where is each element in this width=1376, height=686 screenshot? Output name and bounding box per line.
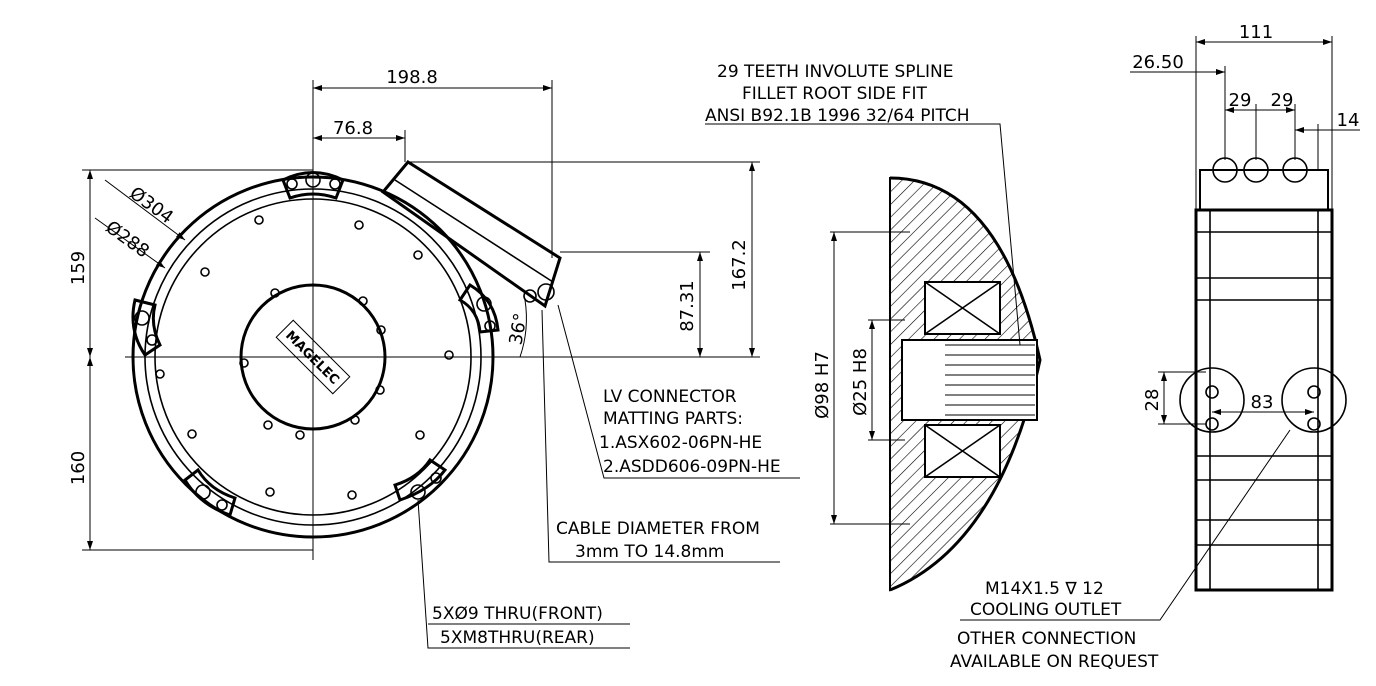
dim-side-vertical: 28 <box>1142 371 1206 425</box>
dim-width-total: 198.8 <box>313 67 553 258</box>
dim-29-a: 29 <box>1229 90 1252 111</box>
dim-76-8: 76.8 <box>333 118 373 139</box>
front-view: MAGELEC 198.8 76.8 159 <box>68 67 800 649</box>
cooling-ports <box>1179 367 1347 433</box>
lv-connector-housing <box>380 160 562 309</box>
connector-block <box>1199 169 1329 211</box>
dim-87-31: 87.31 <box>677 280 698 332</box>
section-view: 29 TEETH INVOLUTE SPLINE FILLET ROOT SID… <box>705 62 1042 592</box>
side-body <box>1194 208 1334 592</box>
dim-diameters: Ø304 Ø288 <box>94 179 186 269</box>
spline-note-line-1: 29 TEETH INVOLUTE SPLINE <box>717 62 954 82</box>
holes-note-line-1: 5XØ9 THRU(FRONT) <box>432 604 603 624</box>
other-connection-note-1: OTHER CONNECTION <box>957 629 1136 649</box>
dim-29-b: 29 <box>1271 90 1294 111</box>
spline-note-line-2: FILLET ROOT SIDE FIT <box>742 84 927 104</box>
dim-dia-25-h8: Ø25 H8 <box>850 348 871 416</box>
rotor-circle <box>154 198 472 516</box>
dim-159: 159 <box>68 251 89 285</box>
cooling-outlet-note: COOLING OUTLET <box>970 600 1122 620</box>
other-connection-note-2: AVAILABLE ON REQUEST <box>950 652 1159 672</box>
dim-angle: 36° <box>505 299 532 358</box>
dim-14: 14 <box>1337 110 1360 131</box>
logo-text: MAGELEC <box>282 328 342 388</box>
dim-side-width: 111 <box>1195 22 1333 210</box>
dim-160: 160 <box>68 451 89 485</box>
cable-note: CABLE DIAMETER FROM 3mm TO 14.8mm <box>541 309 780 563</box>
cable-note-line-2: 3mm TO 14.8mm <box>575 542 724 562</box>
dim-198-8: 198.8 <box>386 67 438 88</box>
cable-note-line-1: CABLE DIAMETER FROM <box>556 519 760 539</box>
dim-36-deg: 36° <box>505 312 531 347</box>
lv-note-line-2: MATTING PARTS: <box>603 409 743 429</box>
spline-note-line-3: ANSI B92.1B 1996 32/64 PITCH <box>705 106 970 126</box>
dim-111: 111 <box>1239 22 1273 43</box>
thread-note: M14X1.5 ∇ 12 <box>985 579 1104 599</box>
spline-note: 29 TEETH INVOLUTE SPLINE FILLET ROOT SID… <box>705 62 1021 346</box>
spline-teeth <box>945 344 1035 416</box>
side-view: 111 26.50 29 29 14 28 <box>950 22 1360 672</box>
dim-dia-304: Ø304 <box>125 183 177 229</box>
cooling-fins <box>1196 210 1332 590</box>
holes-note: 5XØ9 THRU(FRONT) 5XM8THRU(REAR) <box>417 499 630 649</box>
dim-83: 83 <box>1251 392 1274 413</box>
lv-note-line-4: 2.ASDD606-09PN-HE <box>603 457 781 477</box>
dim-bore-outer: Ø98 H7 <box>812 231 910 525</box>
dim-dia-288: Ø288 <box>101 217 153 263</box>
inner-housing-circle <box>144 188 482 526</box>
dim-167-2: 167.2 <box>729 239 750 291</box>
bolt-holes <box>134 172 496 511</box>
lv-note-line-1: LV CONNECTOR <box>603 387 737 407</box>
dim-conn-height-2: 167.2 <box>408 161 760 357</box>
dim-side-edge: 14 <box>1295 110 1360 170</box>
cooling-note: M14X1.5 ∇ 12 COOLING OUTLET OTHER CONNEC… <box>950 429 1291 672</box>
dim-bore-inner: Ø25 H8 <box>850 319 905 441</box>
dim-side-offset: 26.50 <box>1130 52 1226 160</box>
lv-connector-note: LV CONNECTOR MATTING PARTS: 1.ASX602-06P… <box>557 304 800 479</box>
outer-housing-circle <box>131 175 495 539</box>
dim-dia-98-h7: Ø98 H7 <box>812 351 833 419</box>
dim-conn-height-1: 87.31 <box>560 251 710 357</box>
dim-26-50: 26.50 <box>1132 52 1184 73</box>
lv-note-line-3: 1.ASX602-06PN-HE <box>599 433 762 453</box>
hub-circle <box>239 283 387 431</box>
dim-28: 28 <box>1142 389 1163 412</box>
dim-height-lower: 160 <box>68 357 313 551</box>
dim-side-pitch: 29 29 <box>1225 90 1296 160</box>
spline-shaft <box>901 339 1038 421</box>
dim-side-horizontal: 83 <box>1212 392 1314 415</box>
holes-note-line-2: 5XM8THRU(REAR) <box>440 628 595 648</box>
dim-offset: 76.8 <box>313 118 406 162</box>
dim-height-upper: 159 <box>68 169 313 357</box>
